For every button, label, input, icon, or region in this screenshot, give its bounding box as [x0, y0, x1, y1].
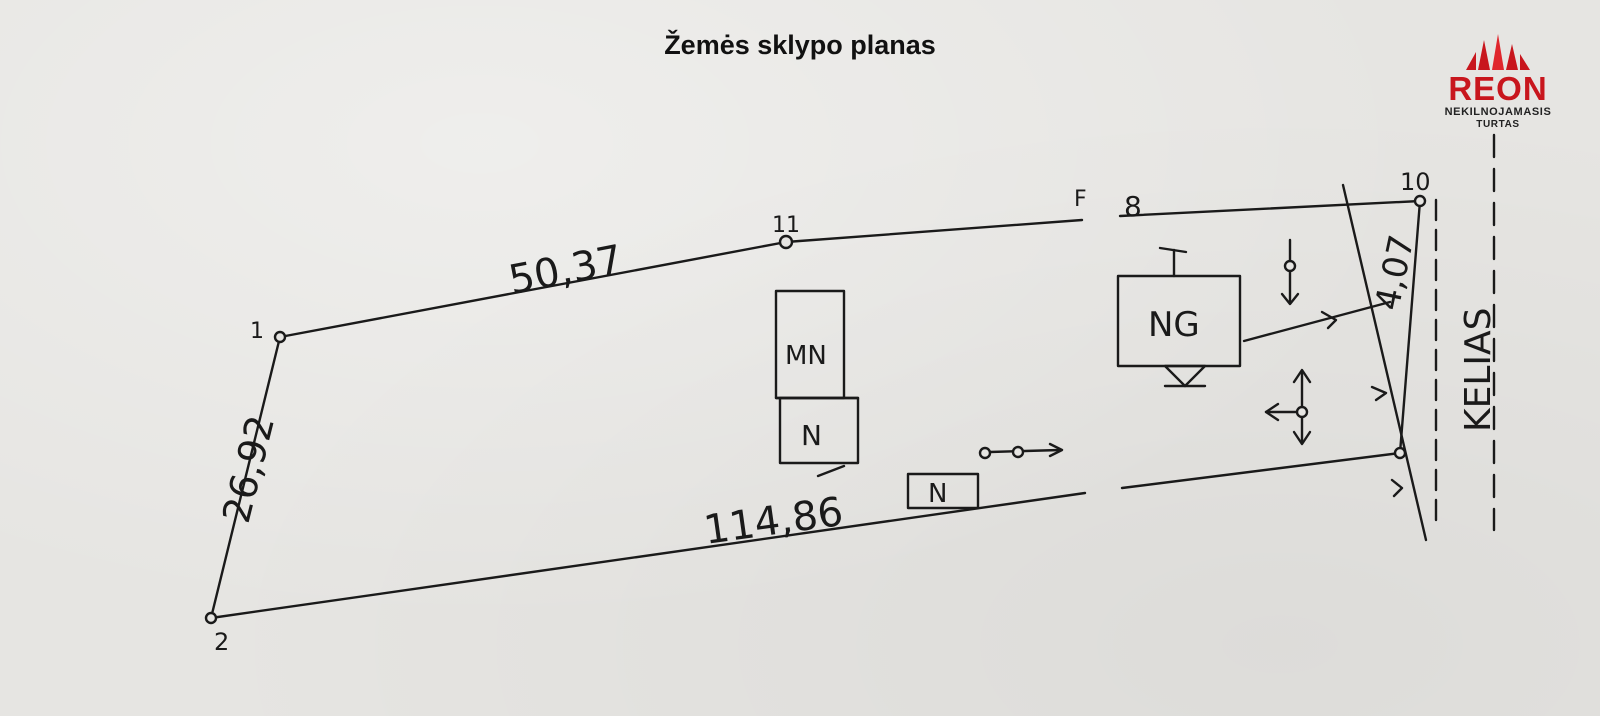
point-label-f: F [1074, 187, 1087, 212]
utility-ring-top [1283, 259, 1297, 273]
logo-wordmark: REON [1448, 70, 1548, 107]
point-label-10: 10 [1400, 168, 1431, 196]
road-label: KELIAS [1458, 307, 1499, 432]
building-label-n: N [801, 419, 822, 452]
utility-arrow-line [988, 448, 1062, 454]
logo-building-icon [1466, 34, 1530, 70]
point-marker-11 [778, 234, 794, 250]
utility-ring-b [1011, 445, 1025, 459]
boundary-bottom-east [1120, 451, 1402, 490]
building-label-mn: MN [785, 341, 827, 371]
boundary-top-middle [784, 218, 1084, 244]
utility-tick-mark [1320, 310, 1338, 330]
logo-subtitle-line2: TURTAS [1476, 119, 1520, 130]
point-label-11: 11 [772, 213, 800, 238]
boundary-top-east [1118, 199, 1422, 218]
dimension-bottom: 114,86 [701, 489, 846, 554]
point-label-1: 1 [250, 319, 264, 344]
dimension-right: 4,07 [1368, 232, 1423, 314]
point-marker-1 [273, 330, 287, 344]
shed-label-n: N [928, 479, 947, 509]
boundary-bottom-west [209, 491, 1087, 620]
utility-ring-a [978, 446, 992, 460]
boundary-east [1398, 199, 1422, 455]
road-edge-line [1341, 183, 1428, 542]
point-label-8: 8 [1124, 190, 1142, 223]
company-logo: REON NEKILNOJAMASIS TURTAS [1418, 30, 1578, 132]
dimension-top: 50,37 [505, 237, 626, 304]
point-label-2: 2 [214, 628, 229, 656]
dimension-left: 26,92 [214, 411, 283, 527]
utility-connection-line [1242, 300, 1392, 343]
ng-entrance-mark [1163, 364, 1207, 388]
building-n-outline [778, 396, 860, 465]
point-marker-2 [204, 611, 218, 625]
boundary-west [209, 335, 282, 620]
boundary-top-west [278, 240, 788, 339]
page-title: Žemės sklypo planas [664, 30, 936, 60]
logo-subtitle-line1: NEKILNOJAMASIS [1444, 106, 1552, 118]
building-label-ng: NG [1148, 305, 1200, 345]
utility-ring-center [1295, 405, 1309, 419]
point-marker-se [1393, 446, 1407, 460]
point-marker-10 [1413, 194, 1427, 208]
shed-n-outline [906, 472, 980, 510]
